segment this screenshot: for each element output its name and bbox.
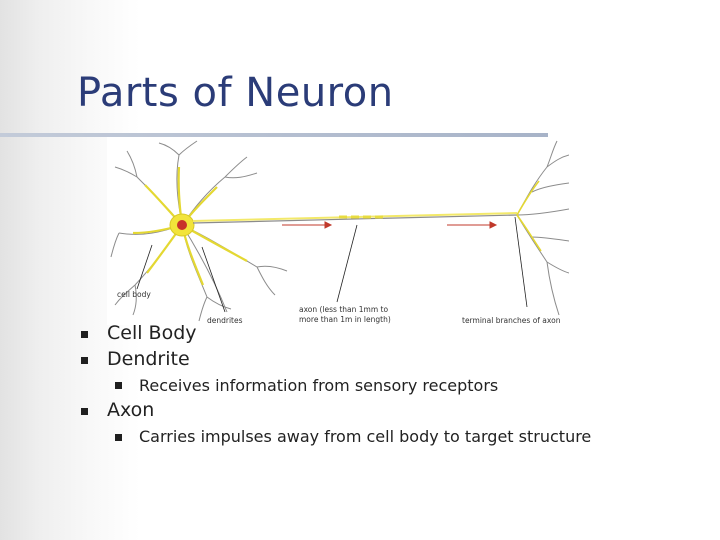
- label-axon-line1: axon (less than 1mm to: [299, 305, 389, 314]
- bullet-axon: Axon: [107, 399, 155, 421]
- bullet-dendrite: Dendrite: [107, 348, 190, 370]
- title-underline: [0, 133, 548, 137]
- nucleus-shape: [177, 220, 187, 230]
- label-axon-line2: more than 1m in length): [299, 315, 391, 324]
- leader-lines: [136, 216, 528, 313]
- neuron-illustration: [110, 140, 569, 322]
- label-cell-body: cell body: [117, 290, 151, 299]
- square-bullet-icon: [81, 331, 88, 338]
- bullet-cell-body: Cell Body: [107, 322, 197, 344]
- square-bullet-icon: [115, 434, 122, 441]
- label-dendrites: dendrites: [207, 316, 243, 325]
- axon-line: [192, 214, 518, 224]
- slide-title: Parts of Neuron: [77, 70, 394, 116]
- direction-arrows: [282, 221, 498, 229]
- square-bullet-icon: [81, 357, 88, 364]
- neuron-diagram: cell body dendrites axon (less than 1mm …: [107, 137, 569, 325]
- sub-bullet-axon: Carries impulses away from cell body to …: [139, 427, 592, 446]
- square-bullet-icon: [115, 382, 122, 389]
- terminal-trunks: [516, 180, 542, 252]
- label-terminal-branches: terminal branches of axon: [462, 316, 561, 325]
- square-bullet-icon: [81, 408, 88, 415]
- sub-bullet-dendrite: Receives information from sensory recept…: [139, 376, 499, 395]
